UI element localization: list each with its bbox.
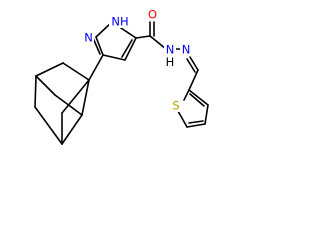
adamantane-cage: [34, 62, 90, 145]
bond: [189, 93, 205, 107]
bond: [61, 79, 90, 114]
molecule-svg: NH N O N H N S: [34, 8, 209, 145]
carbonyl-o-label: O: [148, 8, 157, 22]
bond: [188, 120, 204, 124]
bond: [61, 114, 83, 145]
pyrazole-nh-label: NH: [111, 15, 128, 29]
bond: [188, 89, 209, 106]
bond: [102, 54, 126, 61]
thiophene-s-label: S: [172, 99, 179, 113]
hydrazide-n-label: N: [166, 43, 175, 57]
bond: [177, 110, 188, 128]
bond: [186, 123, 206, 128]
carbohydrazide-chain: [135, 21, 199, 91]
bond: [124, 37, 137, 61]
bond: [81, 79, 90, 116]
thiophene-ring: [177, 89, 209, 128]
imine-bond: [189, 56, 199, 71]
bond: [135, 35, 151, 39]
bond: [204, 104, 209, 125]
bond: [54, 94, 83, 116]
bond: [62, 62, 90, 81]
bond: [35, 62, 64, 77]
bond: [35, 75, 56, 96]
imine-bond: [186, 58, 196, 73]
cage-pyrazole-bond: [88, 54, 104, 81]
bond: [34, 106, 63, 145]
bond: [183, 89, 190, 101]
bond: [188, 69, 199, 91]
atom-labels: NH N O N H N S: [83, 8, 192, 113]
structure-diagram: NH N O N H N S: [34, 8, 209, 145]
bond: [121, 39, 133, 58]
pyrazole-n-label: N: [84, 31, 93, 45]
hydrazide-h-label: H: [166, 55, 175, 69]
bond: [149, 35, 167, 50]
bond: [92, 37, 101, 55]
bond: [34, 75, 37, 108]
imine-n-label: N: [182, 43, 191, 57]
bond: [95, 36, 104, 56]
